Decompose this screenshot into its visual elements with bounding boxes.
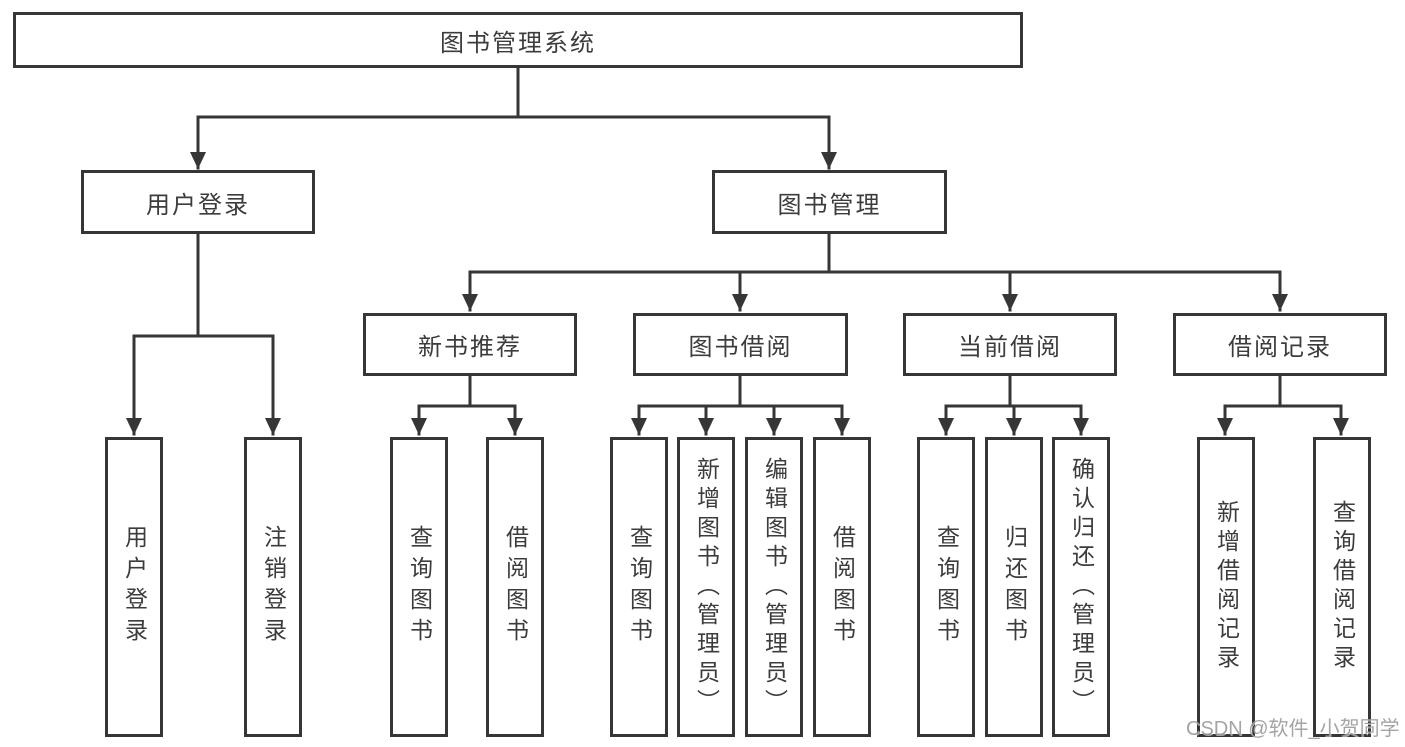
node-new-book-recommendation: 新书推荐 — [363, 313, 577, 376]
leaf-query-books: 查询图书 — [610, 437, 668, 737]
leaf-query-books: 查询图书 — [917, 437, 975, 737]
node-library-management-system: 图书管理系统 — [13, 12, 1023, 68]
node-book-management: 图书管理 — [712, 170, 947, 234]
leaf-add-borrow-record: 新增借阅记录 — [1197, 437, 1255, 737]
leaf-query-books: 查询图书 — [390, 437, 448, 737]
leaf-borrow-books: 借阅图书 — [486, 437, 544, 737]
csdn-watermark: CSDN @软件_小贺同学 — [1186, 718, 1400, 740]
leaf-add-books-admin: 新增图书（管理员） — [677, 437, 735, 737]
leaf-user-login: 用户登录 — [105, 437, 163, 737]
leaf-confirm-return-admin: 确认归还（管理员） — [1052, 437, 1110, 737]
leaf-logout: 注销登录 — [244, 437, 302, 737]
node-user-login: 用户登录 — [81, 170, 315, 234]
node-current-borrowing: 当前借阅 — [903, 313, 1117, 376]
leaf-query-borrow-record: 查询借阅记录 — [1313, 437, 1371, 737]
leaf-edit-books-admin: 编辑图书（管理员） — [745, 437, 803, 737]
node-borrowing-records: 借阅记录 — [1173, 313, 1387, 376]
leaf-return-books: 归还图书 — [985, 437, 1043, 737]
node-book-borrowing: 图书借阅 — [633, 313, 848, 376]
leaf-borrow-books: 借阅图书 — [813, 437, 871, 737]
